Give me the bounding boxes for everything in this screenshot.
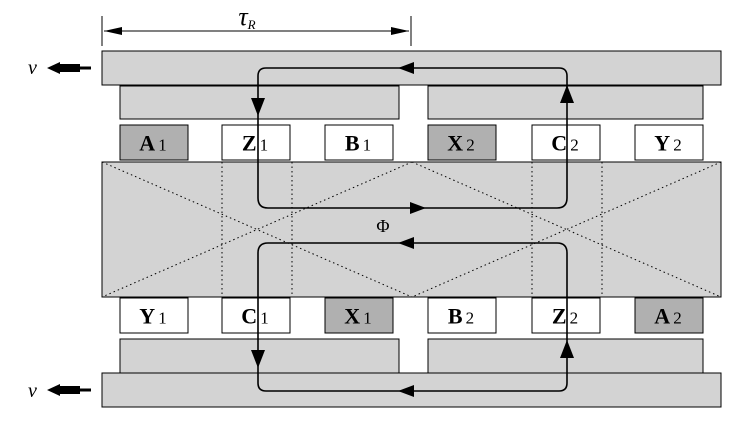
coil-letter: B xyxy=(345,131,360,156)
coil-box xyxy=(119,124,189,161)
core-dotted-lines xyxy=(101,161,722,298)
flux-arrows xyxy=(251,62,574,397)
flux-arrow-center-right-icon xyxy=(410,202,426,214)
coil-index: 1 xyxy=(158,309,167,328)
dimension-arrow-left-icon xyxy=(104,27,122,35)
coil-letter: X xyxy=(447,131,463,156)
coil-index: 1 xyxy=(363,309,372,328)
coil-letter: X xyxy=(344,304,360,329)
flux-label: Φ xyxy=(376,216,389,236)
coil-box xyxy=(221,297,291,334)
coil-letter: A xyxy=(139,131,155,156)
pole-pitch-subscript: R xyxy=(247,17,256,32)
coil-index: 2 xyxy=(673,309,682,328)
coil-box xyxy=(221,124,291,161)
flux-arrow-upper-down-icon xyxy=(251,98,265,116)
coil-letter: C xyxy=(551,131,567,156)
coil-index: 2 xyxy=(570,136,579,155)
coil-box xyxy=(427,124,497,161)
coil-box xyxy=(531,297,601,334)
coil-letter: A xyxy=(654,304,670,329)
coil-letter: Z xyxy=(242,131,257,156)
coil-box xyxy=(427,297,497,334)
coil-index: 2 xyxy=(673,136,682,155)
upper-velocity-label: v xyxy=(28,57,37,79)
lower-velocity-arrow-icon xyxy=(47,384,91,396)
coil-letter: Z xyxy=(552,304,567,329)
coil-letter: Y xyxy=(654,131,670,156)
coil-index: 2 xyxy=(466,136,475,155)
svg-text:τR: τR xyxy=(238,2,255,32)
pole-pitch-dimension: τR xyxy=(101,2,412,46)
coil-index: 1 xyxy=(158,136,167,155)
flux-arrow-lower-up-icon xyxy=(560,340,574,358)
coil-letter: Y xyxy=(139,304,155,329)
coil-index: 2 xyxy=(466,309,475,328)
flux-arrow-center-left-icon xyxy=(398,237,414,249)
lower-velocity: v xyxy=(28,380,91,402)
dimension-arrow-right-icon xyxy=(391,27,409,35)
coil-box xyxy=(119,297,189,334)
upper-velocity: v xyxy=(28,57,91,79)
coil-box xyxy=(531,124,601,161)
coil-index: 1 xyxy=(260,136,269,155)
coil-letter: B xyxy=(448,304,463,329)
coil-index: 2 xyxy=(570,309,579,328)
flux-arrow-top-left-icon xyxy=(398,62,414,74)
coil-index: 1 xyxy=(260,309,269,328)
coil-index: 1 xyxy=(363,136,372,155)
coil-box xyxy=(324,297,394,334)
flux-paths xyxy=(257,67,568,392)
flux-arrow-lower-down-icon xyxy=(251,350,265,368)
coil-box xyxy=(634,297,704,334)
upper-velocity-arrow-icon xyxy=(47,62,91,74)
coil-box xyxy=(634,124,704,161)
central-core xyxy=(101,161,722,298)
lower-flux-loop xyxy=(257,242,568,392)
lower-velocity-label: v xyxy=(28,380,37,402)
pole-pitch-symbol: τ xyxy=(238,2,249,31)
upper-flux-loop xyxy=(257,67,568,209)
flux-arrow-upper-up-icon xyxy=(560,85,574,103)
coil-box xyxy=(324,124,394,161)
flux-arrow-bottom-left-icon xyxy=(398,385,414,397)
coil-letter: C xyxy=(241,304,257,329)
